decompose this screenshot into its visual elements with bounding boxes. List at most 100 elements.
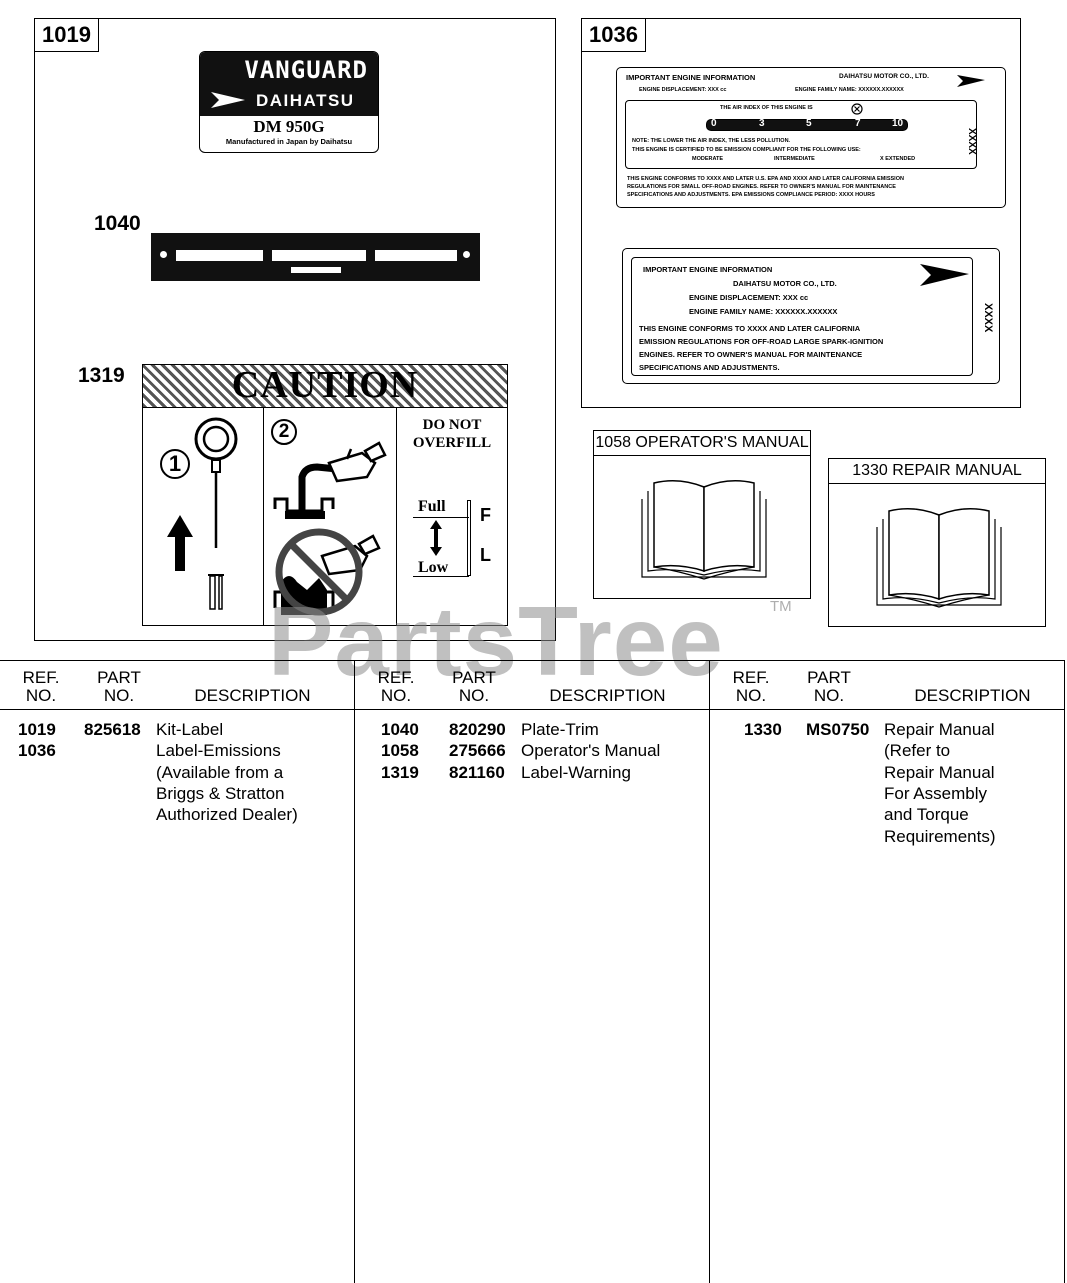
diagram-box-1019: 1019 — [34, 18, 556, 641]
header-ref-no: NO. — [380, 686, 412, 705]
table-header: REF. NO. PART NO. DESCRIPTION — [0, 661, 354, 710]
emission-displacement: ENGINE DISPLACEMENT: XXX cc — [639, 87, 727, 93]
header-ref: REF. — [22, 668, 60, 687]
header-part-no: NO. — [813, 686, 845, 705]
air-index-scale — [706, 119, 908, 131]
parts-table: REF. NO. PART NO. DESCRIPTION 1019 825618… — [0, 660, 1065, 1283]
row-description: (Available from a — [156, 762, 284, 782]
header-ref-no: NO. — [735, 686, 767, 705]
table-header: REF. NO. PART NO. DESCRIPTION — [710, 661, 1064, 710]
overfill-text: OVERFILL — [412, 435, 492, 451]
step-1-badge: 1 — [160, 449, 190, 479]
emission-label-federal: IMPORTANT ENGINE INFORMATION DAIHATSU MO… — [616, 67, 1006, 208]
engine-model: DM 950G — [253, 117, 325, 136]
row-part-no: 825618 — [84, 720, 141, 739]
header-ref: REF. — [377, 668, 415, 687]
row-description: Plate-Trim — [521, 720, 599, 739]
header-part-no: NO. — [458, 686, 490, 705]
emission-certified: THIS ENGINE IS CERTIFIED TO BE EMISSION … — [632, 147, 861, 153]
row-part-no: 275666 — [449, 741, 506, 761]
emission-conforms: THIS ENGINE CONFORMS TO XXXX AND LATER U… — [627, 176, 904, 182]
parts-column-2: REF. NO. PART NO. DESCRIPTION 1040 820290… — [354, 661, 710, 1283]
air-index-mark-7: 7 — [855, 118, 861, 129]
emission-use-moderate: MODERATE — [692, 156, 724, 162]
row-description: Briggs & Stratton — [156, 783, 285, 803]
row-description: For Assembly — [884, 783, 987, 803]
emission-company: DAIHATSU MOTOR CO., LTD. — [839, 73, 929, 80]
emission-use-intermediate: INTERMEDIATE — [774, 156, 815, 162]
air-index-mark-3: 3 — [759, 118, 765, 129]
arrow-up-icon — [167, 515, 193, 571]
row-description: Repair Manual — [884, 762, 995, 782]
header-part-no: NO. — [103, 686, 135, 705]
header-description: DESCRIPTION — [549, 686, 666, 705]
row-description: Repair Manual — [884, 720, 995, 739]
ca-company: DAIHATSU MOTOR CO., LTD. — [733, 279, 837, 288]
ca-specifications: SPECIFICATIONS AND ADJUSTMENTS. — [639, 363, 780, 372]
row-part-no: 820290 — [449, 720, 506, 739]
ca-side-code: XXXX — [982, 303, 994, 333]
operators-manual-title: 1058 OPERATOR'S MANUAL — [594, 431, 810, 456]
emission-use-extended: X EXTENDED — [880, 156, 916, 162]
ref-tag-1036: 1036 — [582, 19, 646, 52]
trademark-symbol: TM — [770, 598, 792, 615]
row-description: (Refer to — [884, 741, 951, 761]
row-description: and Torque — [884, 805, 969, 825]
do-not-text: DO NOT — [422, 417, 482, 433]
row-ref-no: 1330 — [744, 720, 782, 739]
ca-displacement: ENGINE DISPLACEMENT: XXX cc — [689, 293, 809, 302]
ca-conforms: THIS ENGINE CONFORMS TO XXXX AND LATER C… — [639, 324, 861, 333]
row-ref-no: 1040 — [381, 720, 419, 739]
row-description: Label-Emissions — [156, 741, 281, 761]
daihatsu-logo-icon — [920, 264, 969, 286]
row-ref-no: 1058 — [381, 741, 419, 761]
table-header: REF. NO. PART NO. DESCRIPTION — [355, 661, 710, 710]
air-index-mark-10: 10 — [892, 118, 904, 129]
header-part: PART — [807, 668, 851, 687]
repair-manual-box: 1330 REPAIR MANUAL — [828, 458, 1046, 627]
ca-family: ENGINE FAMILY NAME: XXXXXX.XXXXXX — [689, 307, 838, 316]
ca-title: IMPORTANT ENGINE INFORMATION — [643, 265, 773, 274]
operators-manual-box: 1058 OPERATOR'S MANUAL — [593, 430, 811, 599]
emission-family: ENGINE FAMILY NAME: XXXXXX.XXXXXX — [795, 87, 904, 93]
emission-title: IMPORTANT ENGINE INFORMATION — [626, 73, 756, 82]
emission-regulations: REGULATIONS FOR SMALL OFF-ROAD ENGINES. … — [627, 184, 896, 190]
header-ref-no: NO. — [25, 686, 57, 705]
vanguard-label: VANGUARD DAIHATSU DM 950G Manufactured i… — [199, 51, 379, 153]
low-text: Low — [418, 559, 449, 576]
row-description: Kit-Label — [156, 720, 224, 739]
row-ref-no: 1319 — [381, 762, 419, 782]
vanguard-brand: VANGUARD — [244, 56, 368, 84]
made-in-japan: Manufactured in Japan by Daihatsu — [225, 137, 353, 146]
emission-label-california: IMPORTANT ENGINE INFORMATION DAIHATSU MO… — [622, 248, 1000, 384]
emission-specifications: SPECIFICATIONS AND ADJUSTMENTS. EPA EMIS… — [627, 192, 875, 198]
full-text: Full — [418, 498, 446, 515]
dipstick-icon — [194, 417, 238, 610]
daihatsu-logo-icon — [957, 75, 985, 87]
air-index-mark-5: 5 — [806, 118, 812, 129]
parts-column-1: REF. NO. PART NO. DESCRIPTION 1019 825618… — [0, 661, 354, 1283]
air-index-text: THE AIR INDEX OF THIS ENGINE IS — [720, 105, 813, 111]
ref-tag-1019: 1019 — [35, 19, 99, 52]
no-overfill-icon — [273, 528, 381, 616]
header-description: DESCRIPTION — [194, 686, 311, 705]
row-description: Label-Warning — [521, 762, 631, 782]
header-description: DESCRIPTION — [914, 686, 1031, 705]
callout-1040: 1040 — [94, 212, 141, 235]
oil-fill-icon — [273, 441, 387, 519]
trim-plate — [151, 233, 480, 281]
row-description: Authorized Dealer) — [156, 805, 298, 825]
row-part-no: MS0750 — [806, 720, 870, 739]
caution-title: CAUTION — [231, 364, 419, 406]
caution-label: CAUTION 1 2 DO NOT OVERFILL Full Low — [142, 364, 508, 626]
close-circle-icon — [851, 103, 863, 115]
step-2-badge: 2 — [271, 419, 297, 445]
emission-note: NOTE: THE LOWER THE AIR INDEX, THE LESS … — [632, 138, 791, 144]
header-ref: REF. — [732, 668, 770, 687]
ca-regulations: EMISSION REGULATIONS FOR OFF-ROAD LARGE … — [639, 337, 884, 346]
l-mark: L — [480, 545, 491, 565]
air-index-mark-0: 0 — [711, 118, 717, 129]
partstree-watermark: PartsTree — [268, 586, 724, 696]
repair-manual-title: 1330 REPAIR MANUAL — [829, 459, 1045, 484]
row-ref-no: 1019 — [18, 720, 56, 739]
